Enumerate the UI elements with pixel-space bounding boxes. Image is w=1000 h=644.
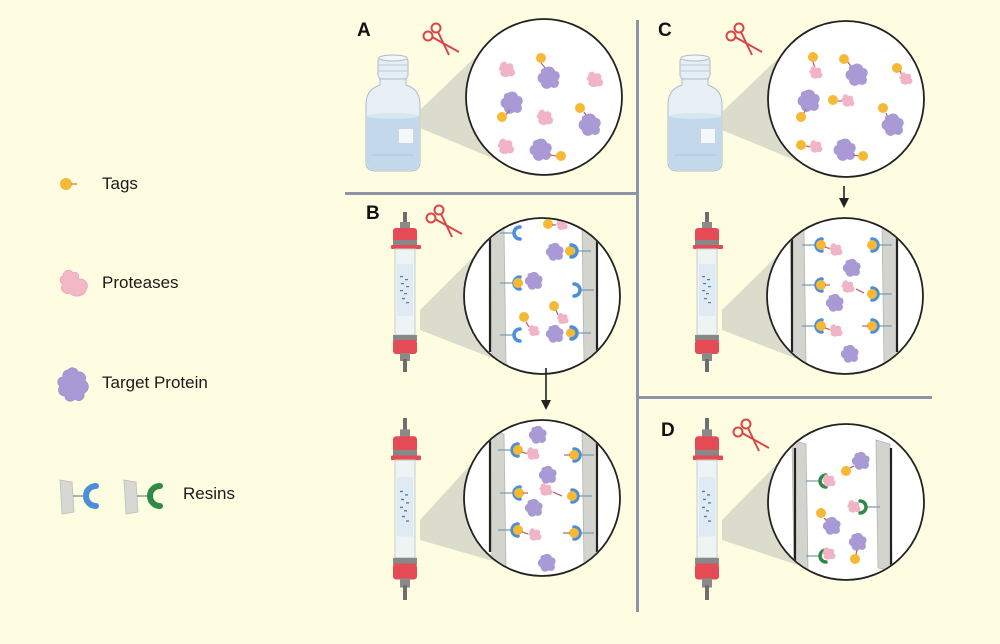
callout-b-top [420, 217, 621, 375]
chromatography-column-icon [391, 418, 421, 600]
callout-a [420, 18, 623, 176]
panel-letter-b: B [366, 203, 380, 224]
callout-c-column [722, 217, 924, 375]
panel-letter-c: C [658, 20, 672, 41]
legend-label-target-protein: Target Protein [102, 373, 208, 392]
chromatography-column-icon [693, 212, 723, 372]
divider-horizontal-right [638, 396, 932, 399]
legend-label-tags: Tags [102, 174, 138, 193]
panel-letter-d: D [661, 420, 675, 441]
protease-icon [59, 269, 88, 297]
scissors-icon [422, 22, 460, 56]
arrow-down-icon [839, 186, 849, 208]
resin-icon [59, 479, 163, 515]
callout-d-column [722, 423, 925, 581]
callout-c [722, 20, 925, 178]
target-protein-icon [57, 367, 89, 402]
legend-label-proteases: Proteases [102, 273, 179, 292]
chromatography-column-icon [391, 212, 421, 372]
bottle-icon [365, 54, 421, 172]
divider-vertical [636, 20, 639, 612]
scissors-icon [725, 22, 763, 56]
panel-letter-a: A [357, 20, 371, 41]
tag-icon [60, 178, 77, 190]
divider-horizontal-left [345, 192, 637, 195]
scissors-icon [425, 204, 463, 238]
legend-label-resins: Resins [183, 484, 235, 503]
bottle-icon [667, 54, 723, 172]
scissors-icon [732, 418, 770, 452]
chromatography-column-icon [693, 418, 723, 600]
arrow-down-icon [541, 368, 551, 410]
callout-b-bottom [420, 419, 621, 577]
